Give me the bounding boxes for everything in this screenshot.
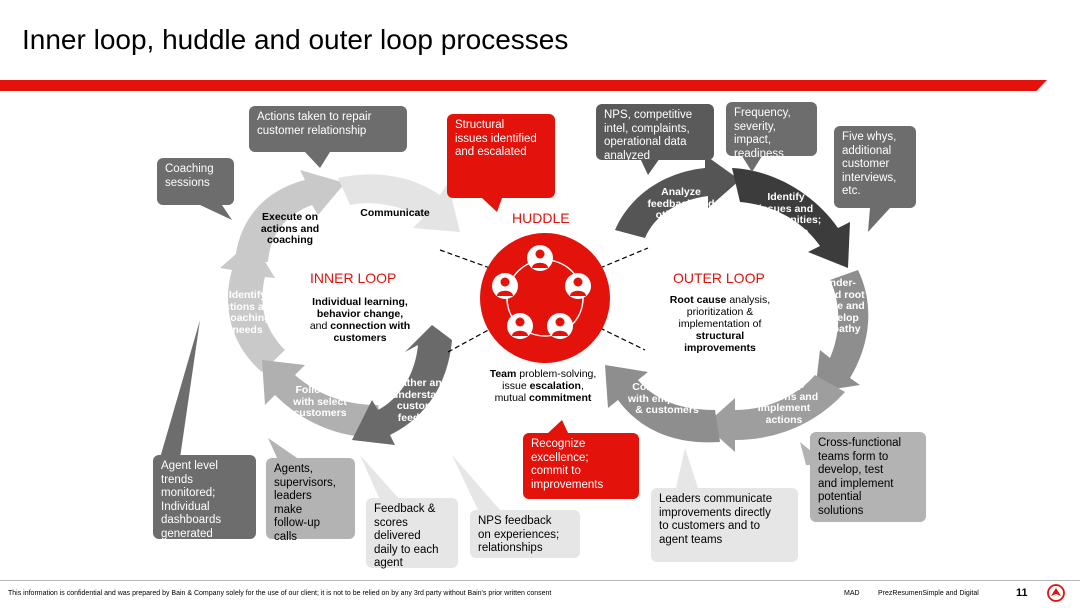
inner-arrow-execute — [235, 170, 345, 262]
huddle-title: HUDDLE — [512, 210, 570, 226]
huddle-circle — [480, 233, 610, 363]
outer-arrow-develop — [705, 375, 845, 452]
connector-outer-huddle-bottom — [599, 327, 646, 351]
inner-loop-description: Individual learning, behavior change, an… — [309, 296, 411, 344]
footer-disclaimer: This information is confidential and was… — [8, 590, 552, 597]
callout-feedback-scores: Feedback & scores delivered daily to eac… — [366, 498, 458, 569]
page-number: 11 — [1016, 587, 1028, 599]
inner-arrow-follow — [262, 360, 385, 438]
callout-agents-supervisors: Agents, supervisors, leaders make follow… — [266, 458, 355, 543]
outer-step-understand: Under- stand root cause and develop empa… — [813, 277, 865, 335]
callout-leaders: Leaders communicate improvements directl… — [651, 488, 798, 562]
connector-inner-huddle-bottom — [447, 327, 493, 353]
outer-step-identify: Identify issues and opportunities; prior… — [750, 191, 822, 238]
footer-divider — [0, 580, 1080, 581]
inner-arrow-communicate — [338, 174, 460, 232]
bain-logo-icon — [1047, 584, 1065, 602]
inner-step-follow: Follow up with select customers — [293, 384, 347, 419]
person-icon-left — [492, 273, 518, 299]
inner-loop-title: INNER LOOP — [310, 270, 397, 286]
outer-arrow-identify — [732, 168, 850, 268]
callout-tails — [160, 152, 890, 510]
inner-arrow-gather — [352, 325, 452, 445]
outer-arrow-communicate — [605, 365, 720, 443]
inner-arrow-identify — [220, 240, 285, 372]
callout-nps-feedback: NPS feedback on experiences; relationshi… — [470, 510, 580, 558]
outer-loop-title: OUTER LOOP — [673, 270, 765, 286]
outer-step-develop: Develop solutions and implement actions — [749, 379, 819, 426]
outer-loop-description: Root cause analysis, prioritization & im… — [669, 294, 771, 354]
person-icon-right — [565, 273, 591, 299]
callout-coaching: Coaching sessions — [157, 158, 234, 205]
inner-loop-ring — [220, 170, 460, 445]
outer-step-analyze: Analyze feedback and other data — [647, 186, 715, 221]
connector-inner-huddle-top — [439, 249, 491, 269]
callout-recognize: Recognize excellence; commit to improvem… — [523, 433, 639, 499]
huddle-description: Team problem-solving, issue escalation, … — [489, 368, 597, 404]
callout-frequency: Frequency, severity, impact, readiness — [726, 102, 817, 160]
outer-step-communicate: Communicate with employees & customers — [627, 381, 707, 416]
page-title: Inner loop, huddle and outer loop proces… — [22, 24, 569, 55]
footer-code: MAD — [844, 590, 860, 597]
inner-step-gather: Gather and understand customer feedback — [391, 377, 450, 424]
callout-cross-functional: Cross-functional teams form to develop, … — [810, 432, 926, 522]
callout-nps-competitive: NPS, competitive intel, complaints, oper… — [596, 104, 714, 162]
person-icon-bottom-left — [507, 313, 533, 339]
outer-arrow-understand — [815, 270, 869, 392]
person-icon-top — [527, 245, 553, 271]
callout-five-whys: Five whys, additional customer interview… — [834, 126, 916, 208]
outer-loop-ring — [605, 155, 869, 452]
inner-step-communicate: Communicate — [360, 207, 430, 219]
connector-outer-huddle-top — [599, 247, 649, 269]
callout-actions-repair: Actions taken to repair customer relatio… — [249, 106, 407, 152]
callout-structural: Structural issues identified and escalat… — [447, 114, 555, 198]
person-icon-bottom-right — [547, 313, 573, 339]
callout-agent-level: Agent level trends monitored; Individual… — [153, 455, 256, 540]
title-red-bar — [0, 80, 1047, 91]
outer-arrow-analyze — [615, 155, 740, 238]
inner-step-identify: Identify actions and coaching needs — [218, 289, 277, 336]
inner-step-execute: Execute on actions and coaching — [260, 211, 320, 246]
footer-file: PrezResumenSimple and Digital — [878, 590, 979, 597]
